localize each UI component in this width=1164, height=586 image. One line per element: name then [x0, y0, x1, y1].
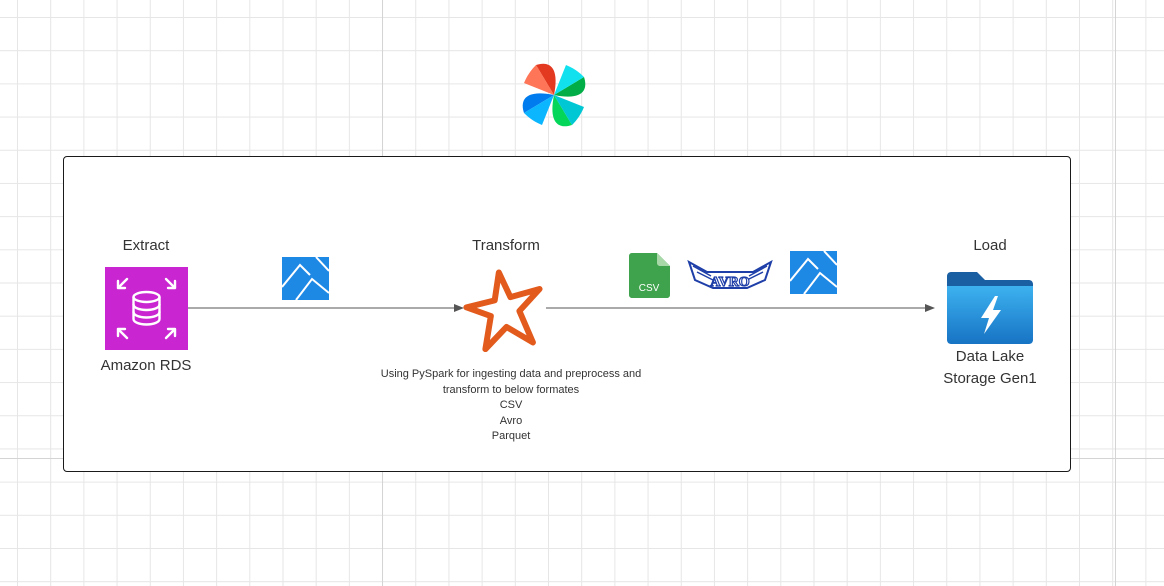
- source-node-label: Amazon RDS: [100, 357, 192, 374]
- stage-label-transform: Transform: [472, 237, 540, 254]
- parquet-icon: [282, 257, 329, 300]
- target-node-label-line: Storage Gen1: [943, 370, 1037, 387]
- amazon-rds-icon[interactable]: [105, 267, 188, 350]
- airflow-logo-icon: [522, 63, 586, 127]
- pipeline-container[interactable]: [63, 156, 1071, 472]
- transform-description: Using PySpark for ingesting data and pre…: [350, 367, 672, 445]
- csv-file-icon: CSV: [629, 253, 670, 298]
- description-line: Avro: [499, 414, 523, 427]
- stage-label-extract: Extract: [122, 237, 170, 254]
- spark-star-icon[interactable]: [462, 266, 548, 352]
- description-line: Parquet: [491, 430, 531, 443]
- description-line: transform to below formates: [442, 383, 580, 396]
- csv-badge-text: CSV: [639, 283, 660, 294]
- description-line: Using PySpark for ingesting data and pre…: [380, 368, 642, 380]
- grid-line: [1115, 0, 1116, 586]
- parquet-icon: [790, 251, 837, 294]
- description-line: CSV: [499, 399, 523, 412]
- target-node-label: Data Lake Storage Gen1: [920, 346, 1060, 390]
- avro-logo-icon: AVRO: [687, 259, 773, 291]
- target-node-label-line: Data Lake: [955, 348, 1025, 365]
- stage-label-load: Load: [973, 237, 1007, 254]
- data-lake-folder-icon[interactable]: [947, 272, 1033, 344]
- avro-badge-text: AVRO: [710, 275, 750, 290]
